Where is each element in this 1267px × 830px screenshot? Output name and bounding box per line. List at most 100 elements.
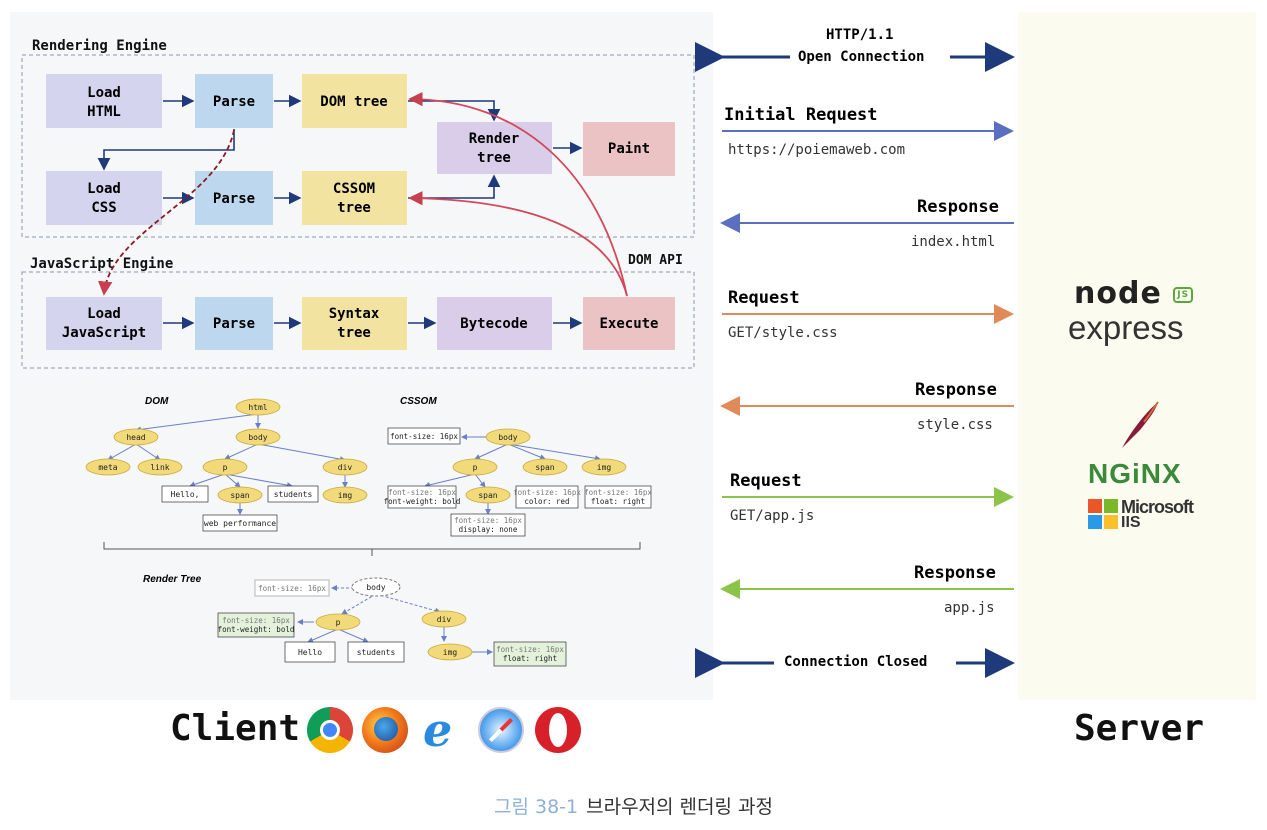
svg-text:tree: tree — [477, 150, 511, 166]
svg-text:tree: tree — [337, 325, 371, 341]
apache-feather-icon — [1122, 401, 1159, 448]
svg-text:head: head — [126, 433, 145, 442]
parse-to-load-js-arrow — [98, 129, 235, 296]
svg-text:font-size: 16px: font-size: 16px — [496, 645, 564, 654]
rendering-engine-frame — [21, 54, 695, 238]
svg-text:CSS: CSS — [91, 200, 116, 216]
dom-api-label: DOM API — [628, 253, 683, 268]
svg-text:div: div — [437, 615, 452, 624]
javascript-engine-frame — [21, 271, 695, 369]
svg-text:span: span — [535, 463, 554, 472]
svg-text:color: red: color: red — [524, 497, 569, 506]
figure-number: 그림 38-1 — [493, 796, 579, 818]
response-html-label: Response — [917, 197, 999, 217]
svg-text:Hello: Hello — [298, 648, 322, 657]
svg-text:Load: Load — [87, 85, 121, 101]
node-dom-tree: DOM tree — [302, 74, 407, 128]
express-logo: express — [1068, 309, 1184, 346]
svg-text:font-size: 16px: font-size: 16px — [388, 488, 456, 497]
figure-caption: 그림 38-1 브라우저의 렌더링 과정 — [0, 792, 1267, 819]
firefox-icon — [362, 707, 408, 753]
svg-text:font-size: 16px: font-size: 16px — [222, 616, 290, 625]
figure-caption-text: 브라우저의 렌더링 과정 — [586, 796, 773, 818]
svg-text:Parse: Parse — [213, 316, 255, 332]
node-bytecode: Bytecode — [437, 297, 552, 350]
svg-text:font-weight: bold: font-weight: bold — [218, 625, 295, 634]
svg-text:display: none: display: none — [459, 525, 518, 534]
dom-cssom-render-trees: DOM CSSOM Render Tree — [85, 396, 652, 667]
node-render-tree: Render tree — [437, 122, 552, 174]
iis-label: IIS — [1121, 514, 1141, 531]
svg-text:float: right: float: right — [591, 497, 645, 506]
response-js-label: Response — [914, 563, 996, 583]
response-js-file: app.js — [944, 600, 995, 616]
svg-text:img: img — [443, 648, 458, 657]
svg-text:tree: tree — [337, 200, 371, 216]
svg-text:Parse: Parse — [213, 94, 255, 110]
svg-text:p: p — [223, 463, 228, 472]
internet-explorer-icon: e — [423, 703, 453, 757]
node-load-html: Load HTML — [46, 74, 162, 128]
svg-text:body: body — [248, 433, 267, 442]
node-load-css: Load CSS — [46, 171, 162, 225]
http-messages — [695, 42, 1015, 678]
node-cssom-tree: CSSOM tree — [302, 171, 407, 225]
svg-text:span: span — [478, 491, 497, 500]
svg-text:link: link — [150, 463, 169, 472]
safari-icon — [478, 707, 524, 753]
open-connection-label: Open Connection — [798, 49, 925, 65]
svg-text:float: right: float: right — [503, 654, 557, 663]
request-js-label: Request — [730, 471, 802, 491]
response-css-label: Response — [915, 380, 997, 400]
svg-text:font-size: 16px: font-size: 16px — [584, 488, 652, 497]
svg-text:meta: meta — [98, 463, 117, 472]
svg-text:font-size: 16px: font-size: 16px — [454, 516, 522, 525]
chrome-icon — [307, 707, 353, 753]
node-syntax-tree: Syntax tree — [302, 297, 407, 350]
dom-tree-label: DOM — [145, 396, 169, 407]
http-version-label: HTTP/1.1 — [826, 27, 894, 43]
microsoft-logo-icon — [1088, 499, 1118, 529]
svg-text:span: span — [230, 491, 249, 500]
svg-text:DOM tree: DOM tree — [320, 94, 387, 110]
dom-api-curve-cssom — [408, 191, 628, 297]
cssom-tree-label: CSSOM — [400, 396, 437, 407]
svg-text:p: p — [473, 463, 478, 472]
svg-text:font-size: 16px: font-size: 16px — [258, 584, 326, 593]
svg-text:body: body — [366, 583, 385, 592]
node-parse-css: Parse — [195, 171, 273, 225]
request-css-path: GET/style.css — [728, 325, 838, 341]
render-tree-label: Render Tree — [143, 574, 202, 585]
node-logo: node JS — [1074, 276, 1194, 311]
svg-text:p: p — [336, 618, 341, 627]
initial-request-label: Initial Request — [724, 105, 878, 125]
microsoft-label: Microsoft — [1121, 497, 1194, 517]
connection-closed-label: Connection Closed — [784, 654, 928, 670]
node-paint: Paint — [583, 122, 675, 176]
svg-text:Syntax: Syntax — [329, 306, 380, 322]
response-html-file: index.html — [911, 234, 996, 250]
svg-text:font-weight: bold: font-weight: bold — [384, 497, 461, 506]
svg-text:Paint: Paint — [608, 141, 650, 157]
node-load-javascript: Load JavaScript — [46, 297, 162, 350]
javascript-engine-title: JavaScript Engine — [30, 256, 173, 272]
request-css-label: Request — [728, 288, 800, 308]
server-panel — [1018, 12, 1256, 700]
svg-text:Bytecode: Bytecode — [460, 316, 527, 332]
node-execute: Execute — [583, 297, 675, 350]
svg-text:font-size: 16px: font-size: 16px — [513, 488, 581, 497]
svg-text:Execute: Execute — [599, 316, 658, 332]
svg-text:Parse: Parse — [213, 191, 255, 207]
svg-text:Load: Load — [87, 181, 121, 197]
svg-text:body: body — [498, 433, 517, 442]
svg-text:web performance: web performance — [204, 519, 276, 528]
svg-text:CSSOM: CSSOM — [333, 181, 375, 197]
client-label: Client — [170, 708, 301, 749]
node-parse-html: Parse — [195, 74, 273, 128]
svg-text:students: students — [357, 648, 396, 657]
request-js-path: GET/app.js — [730, 508, 815, 524]
svg-text:Load: Load — [87, 306, 121, 322]
svg-text:font-size: 16px: font-size: 16px — [390, 432, 458, 441]
node-wordmark: node — [1074, 276, 1162, 311]
node-js-badge: JS — [1173, 286, 1194, 303]
